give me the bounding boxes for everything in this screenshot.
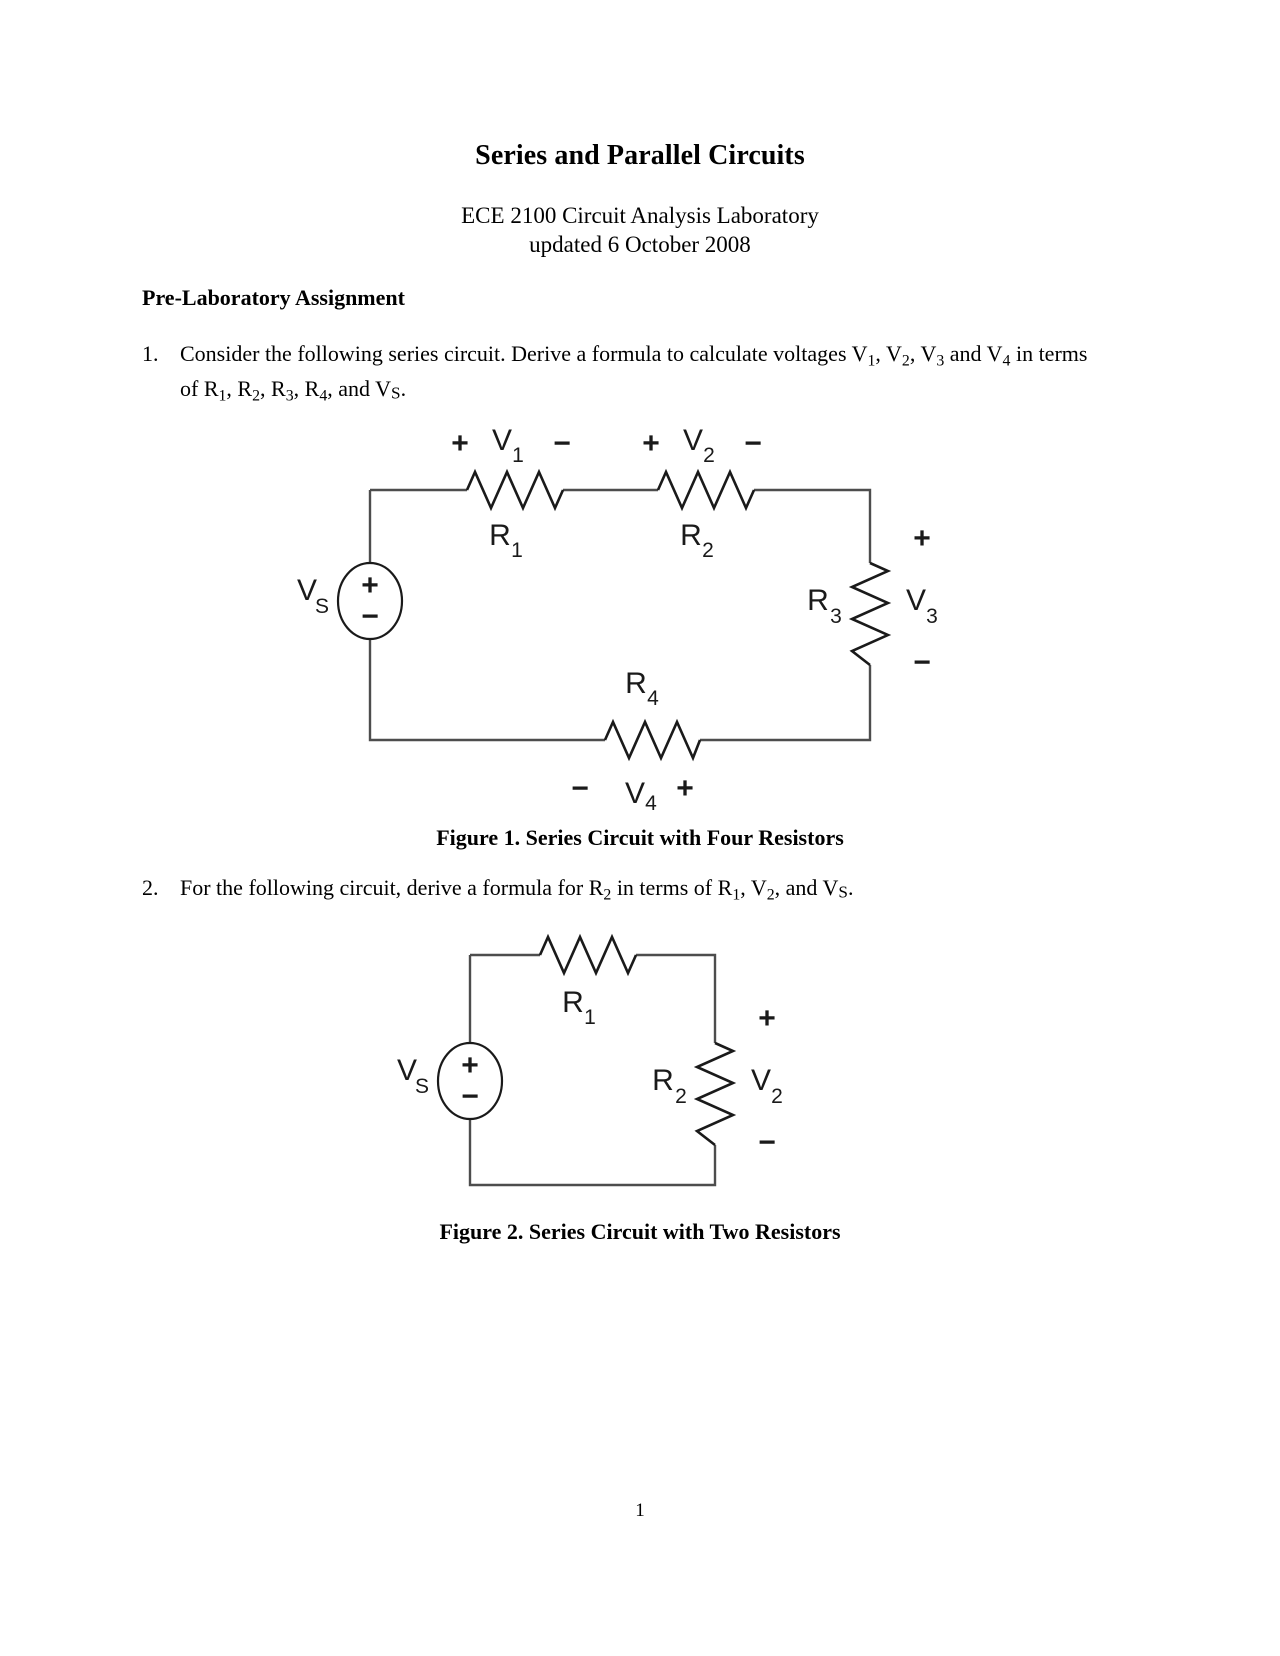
text-run: . (400, 376, 407, 402)
list-item-text: Consider the following series circuit. D… (180, 340, 1110, 411)
v3-plus-sign: + (913, 522, 931, 555)
subscript: 4 (319, 387, 328, 405)
v1-minus-sign: − (553, 427, 571, 460)
v4-label: V (625, 777, 645, 810)
text-run: , R (293, 376, 320, 402)
figure-1-circuit-diagram: + − V S R 1 + V 1 − R 2 + V 2 − R 3 + V … (297, 424, 938, 810)
resistor-r3-symbol (848, 561, 892, 667)
source-plus-sign: + (461, 1049, 479, 1082)
subscript: 2 (603, 886, 612, 904)
subscript: 2 (766, 886, 775, 904)
list-item-text: For the following circuit, derive a form… (180, 874, 1110, 909)
figure-1-caption: Figure 1. Series Circuit with Four Resis… (436, 825, 844, 850)
source-label-subscript: S (415, 1075, 429, 1098)
v3-subscript: 3 (926, 605, 938, 628)
resistor-r2-label: R (680, 519, 702, 552)
source-minus-sign: − (361, 600, 379, 633)
text-run: in terms of R (611, 875, 733, 900)
text-run: and V (944, 341, 1003, 366)
resistor-r1-label: R (562, 986, 584, 1019)
page-title: Series and Parallel Circuits (475, 140, 805, 171)
subscript: 3 (936, 352, 945, 370)
source-label: V (297, 574, 317, 607)
v2-subscript: 2 (703, 444, 715, 467)
resistor-r1-symbol (465, 468, 565, 512)
v1-label: V (492, 424, 512, 457)
v2-minus-sign: − (744, 427, 762, 460)
text-run: , and V (327, 376, 392, 402)
subscript: 1 (732, 886, 741, 904)
text-run: , R (226, 376, 253, 402)
section-heading-pre-lab: Pre-Laboratory Assignment (142, 285, 405, 310)
v3-minus-sign: − (913, 646, 931, 679)
subscript: 4 (1002, 352, 1011, 370)
v4-minus-sign: − (571, 772, 589, 805)
resistor-r1-symbol (538, 933, 638, 977)
v2-minus-sign: − (758, 1126, 776, 1159)
v3-label: V (906, 584, 926, 617)
source-plus-sign: + (361, 569, 379, 602)
resistor-r1-subscript: 1 (584, 1006, 596, 1029)
figure-2-caption: Figure 2. Series Circuit with Two Resist… (439, 1219, 841, 1244)
subscript: 2 (252, 387, 261, 405)
v2-plus-sign: + (758, 1002, 776, 1035)
text-run: in terms of R (180, 341, 1088, 402)
wire-top-right (636, 953, 717, 1043)
list-item-number: 2. (142, 875, 159, 900)
text-run: Consider the following series circuit. D… (180, 341, 868, 366)
v4-plus-sign: + (676, 772, 694, 805)
resistor-r2-symbol (693, 1041, 737, 1147)
updated-date-subtitle: updated 6 October 2008 (529, 232, 751, 257)
wire-top-right (754, 488, 872, 563)
v1-subscript: 1 (512, 444, 524, 467)
resistor-r1-subscript: 1 (511, 539, 523, 562)
subscript: 2 (901, 352, 910, 370)
resistor-r3-label: R (807, 584, 829, 617)
v2-subscript: 2 (771, 1085, 783, 1108)
v2-label: V (751, 1064, 771, 1097)
subscript: 1 (218, 387, 227, 405)
subscript: S (391, 384, 401, 404)
text-run: , V (875, 341, 902, 366)
voltage-source-symbol (436, 1041, 504, 1121)
resistor-r2-label: R (652, 1064, 674, 1097)
course-subtitle: ECE 2100 Circuit Analysis Laboratory (461, 203, 819, 228)
text-run: , V (740, 875, 767, 900)
v1-plus-sign: + (451, 427, 469, 460)
text-run: . (847, 875, 854, 900)
source-label-subscript: S (315, 595, 329, 618)
wire-bottom-left (368, 640, 605, 742)
text-run: , V (909, 341, 937, 366)
subscript: 1 (867, 352, 876, 370)
v2-label: V (683, 424, 703, 457)
figure-2-circuit-diagram: + − V S R 1 R 2 + V 2 − (397, 933, 783, 1187)
resistor-r3-subscript: 3 (830, 605, 842, 628)
source-minus-sign: − (461, 1080, 479, 1113)
text-run: , R (260, 376, 286, 402)
subscript: 3 (285, 387, 294, 405)
v4-subscript: 4 (645, 792, 657, 810)
resistor-r4-symbol (603, 718, 702, 762)
text-run: , and V (774, 875, 839, 900)
resistor-r4-subscript: 4 (647, 687, 659, 710)
wire-bottom-right (700, 665, 872, 742)
text-run: For the following circuit, derive a form… (180, 875, 604, 900)
list-item-number: 1. (142, 341, 159, 366)
subscript: S (838, 882, 848, 902)
resistor-r2-subscript: 2 (702, 539, 714, 562)
wire-bottom (468, 1120, 717, 1187)
resistor-r1-label: R (489, 519, 511, 552)
resistor-r2-symbol (656, 468, 756, 512)
voltage-source-symbol (336, 561, 404, 641)
page-number: 1 (635, 1500, 645, 1521)
source-label: V (397, 1054, 417, 1087)
resistor-r2-subscript: 2 (675, 1085, 687, 1108)
v2-plus-sign: + (642, 427, 660, 460)
resistor-r4-label: R (625, 667, 647, 700)
